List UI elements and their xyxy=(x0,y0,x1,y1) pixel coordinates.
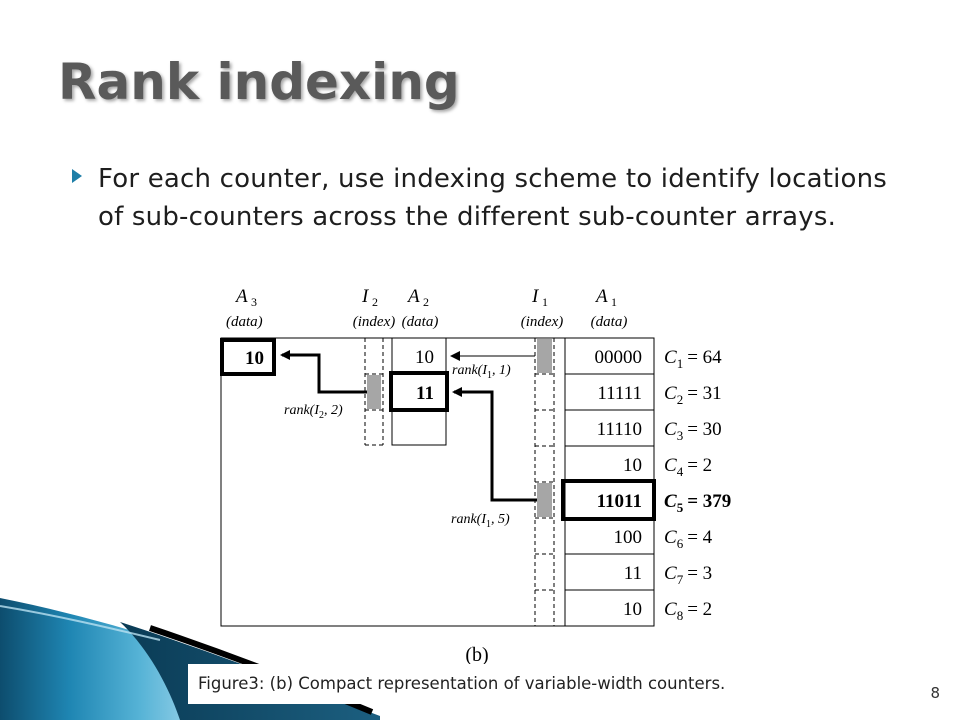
index-bit-i1-row5 xyxy=(537,483,552,517)
header-a2-name: A xyxy=(406,286,420,307)
rank-label-i1-1: rank(I1, 1) xyxy=(452,363,511,381)
rank-label-i2-2: rank(I2, 2) xyxy=(284,403,343,421)
counter-label: C6= 4 xyxy=(664,527,713,551)
triangle-bullet-icon xyxy=(72,169,82,183)
header-i2: I 2 (index) xyxy=(353,286,395,330)
diagram-svg: A 3 (data) I 2 (index) A 2 (data) I 1 (i… xyxy=(220,286,731,666)
index-column-i1 xyxy=(534,338,555,626)
index-bit-i2 xyxy=(367,375,381,409)
header-i1-sub: 1 xyxy=(542,295,548,309)
header-a2-sub: 2 xyxy=(423,295,429,309)
bullet-item: For each counter, use indexing scheme to… xyxy=(72,160,902,236)
a2-cell: 10 xyxy=(415,347,434,368)
arrow-rank-i1-5 xyxy=(452,387,537,502)
header-i1: I 1 (index) xyxy=(521,286,563,330)
bullet-text: For each counter, use indexing scheme to… xyxy=(98,164,888,232)
counter-label: C4= 2 xyxy=(664,455,712,479)
a1-cell: 11110 xyxy=(597,419,642,440)
counter-labels: C1= 64 C2= 31 C3= 30 C4= 2 C5= 379 C6= 4… xyxy=(664,347,731,623)
a1-cell: 10 xyxy=(623,455,642,476)
a1-cell: 11111 xyxy=(597,383,642,404)
header-a3-kind: (data) xyxy=(226,314,263,330)
header-a1-name: A xyxy=(594,286,608,307)
header-i2-sub: 2 xyxy=(372,295,378,309)
data-column-a2: 10 11 xyxy=(389,337,449,446)
header-a3-sub: 3 xyxy=(251,295,257,309)
header-a1-sub: 1 xyxy=(611,295,617,309)
a1-cell: 11 xyxy=(624,563,642,584)
a3-cell: 10 xyxy=(245,348,264,369)
a2-highlight-box xyxy=(389,371,449,412)
a1-highlight-box xyxy=(561,479,656,521)
header-a1-kind: (data) xyxy=(591,314,628,330)
panel-label: (b) xyxy=(465,644,488,666)
header-a3-name: A xyxy=(234,286,248,307)
a3-highlight-box xyxy=(220,338,276,376)
header-i1-name: I xyxy=(531,286,540,307)
a1-cell: 00000 xyxy=(595,347,643,368)
header-a2: A 2 (data) xyxy=(402,286,439,330)
counter-label: C7= 3 xyxy=(664,563,712,587)
header-i1-kind: (index) xyxy=(521,314,563,330)
a1-cell: 10 xyxy=(623,599,642,620)
rank-label-i1-5: rank(I1, 5) xyxy=(451,512,510,530)
counter-label: C2= 31 xyxy=(664,383,722,407)
figure-caption: Figure3: (b) Compact representation of v… xyxy=(188,664,782,704)
header-a1: A 1 (data) xyxy=(591,286,628,330)
arrow-rank-i2-2 xyxy=(280,350,367,394)
counter-label: C1= 64 xyxy=(664,347,722,371)
index-bit-i1-row1 xyxy=(537,339,552,373)
a1-cell: 100 xyxy=(614,527,643,548)
data-column-a1: 00000 11111 11110 10 11011 100 11 10 xyxy=(561,337,656,627)
a1-cell: 11011 xyxy=(597,491,642,512)
rank-indexing-diagram: A 3 (data) I 2 (index) A 2 (data) I 1 (i… xyxy=(196,282,780,672)
header-i2-name: I xyxy=(361,286,370,307)
counter-label: C3= 30 xyxy=(664,419,722,443)
a2-cell: 11 xyxy=(416,383,434,404)
counter-label: C5= 379 xyxy=(664,491,731,515)
header-a3: A 3 (data) xyxy=(226,286,263,330)
header-i2-kind: (index) xyxy=(353,314,395,330)
header-a2-kind: (data) xyxy=(402,314,439,330)
page-number: 8 xyxy=(930,684,940,702)
index-column-i2 xyxy=(364,338,384,446)
counter-label: C8= 2 xyxy=(664,599,712,623)
slide-title: Rank indexing xyxy=(58,53,460,111)
